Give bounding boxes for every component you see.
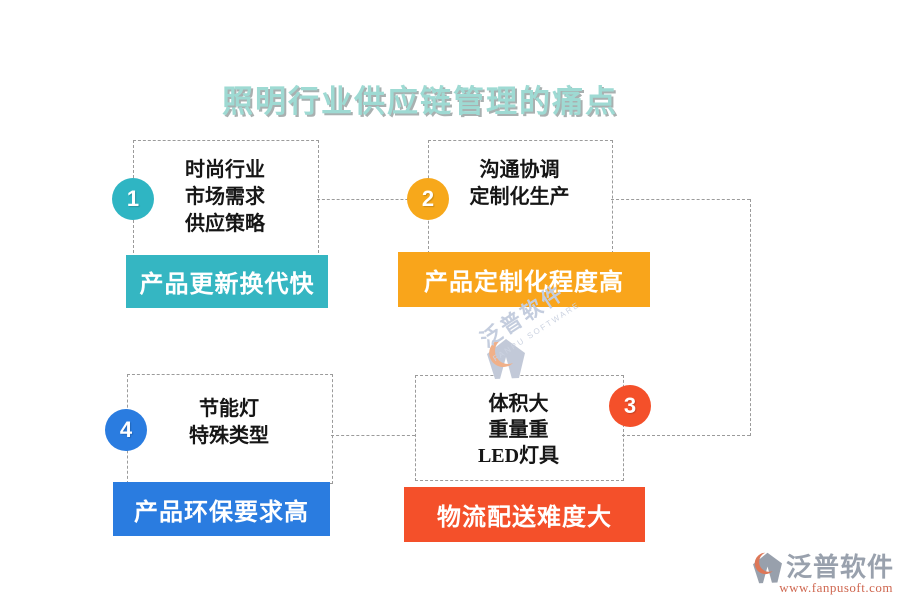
page-title: 照明行业供应链管理的痛点: [222, 84, 618, 119]
keyword-line: 体积大: [488, 393, 549, 415]
keyword-list-1: 时尚行业 市场需求 供应策略: [133, 157, 317, 238]
watermark-fanpu-logo-icon: [487, 339, 525, 379]
connector-line-4-to-3: [331, 435, 415, 436]
footer-website-url: www.fanpusoft.com: [779, 580, 893, 595]
step-number-badge-3: 3: [609, 385, 651, 427]
keyword-line: 时尚行业: [185, 159, 265, 181]
keyword-line: 供应策略: [185, 213, 265, 235]
connector-line-2-to-right: [611, 199, 750, 200]
keyword-list-3: 体积大 重量重 LED灯具: [415, 391, 622, 469]
pain-point-banner-3: 物流配送难度大: [404, 487, 645, 542]
footer-brand-block: 泛普软件 www.fanpusoft.com: [752, 549, 893, 597]
keyword-line: 重量重: [488, 419, 549, 441]
connector-line-right-vertical: [750, 199, 751, 436]
pain-point-banner-1: 产品更新换代快: [126, 255, 328, 308]
step-number-badge-1: 1: [112, 178, 154, 220]
keyword-line: 特殊类型: [189, 425, 269, 447]
keyword-line: LED灯具: [477, 445, 560, 467]
step-number-badge-4: 4: [105, 409, 147, 451]
pain-point-banner-4: 产品环保要求高: [113, 482, 330, 536]
pain-point-banner-2: 产品定制化程度高: [398, 252, 650, 307]
fanpu-logo-icon: [753, 552, 782, 584]
footer-brand-name: 泛普软件: [786, 553, 895, 582]
keyword-line: 沟通协调: [479, 159, 560, 181]
step-number-badge-2: 2: [407, 178, 449, 220]
connector-line-3-to-right: [622, 435, 750, 436]
keyword-list-4: 节能灯 特殊类型: [127, 396, 331, 450]
keyword-list-2: 沟通协调 定制化生产: [428, 157, 611, 211]
keyword-line: 节能灯: [199, 398, 259, 420]
keyword-line: 定制化生产: [469, 186, 570, 208]
keyword-line: 市场需求: [185, 186, 265, 208]
connector-line-1-to-2: [317, 199, 428, 200]
